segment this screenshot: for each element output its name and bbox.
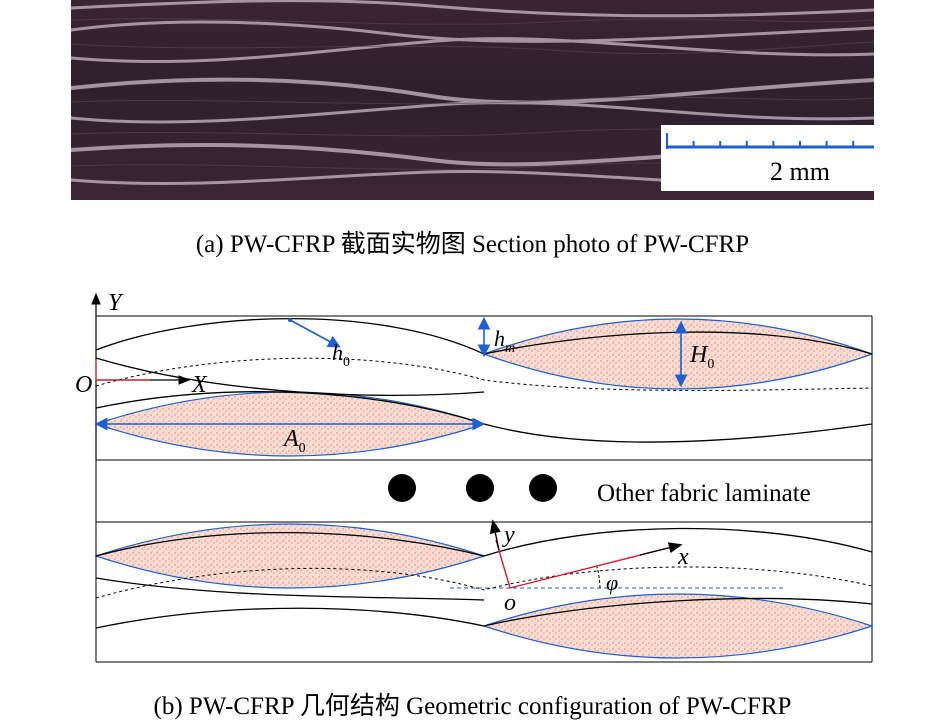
- yarn-top-right: [482, 318, 874, 390]
- global-y-label: Y: [108, 290, 124, 316]
- local-origin-label: o: [504, 590, 516, 616]
- warp-mid-dashed: [95, 357, 873, 391]
- phi-arc: [596, 566, 601, 589]
- ellipsis-dot-2: [466, 474, 494, 502]
- yarn-lower-right: [482, 593, 874, 659]
- yarn-lower-left: [94, 523, 486, 589]
- phi-label: φ: [606, 570, 618, 595]
- global-origin-label: O: [75, 372, 92, 398]
- other-fabric-label: Other fabric laminate: [597, 480, 811, 507]
- h0-arrow: [289, 319, 341, 348]
- local-y-label: y: [502, 522, 515, 548]
- local-x-label: x: [677, 544, 689, 570]
- section-photo: 2 mm: [71, 0, 874, 200]
- scale-bar-box: 2 mm: [661, 125, 874, 191]
- h0-label: h0: [332, 340, 350, 370]
- global-x-label: X: [191, 372, 208, 398]
- H0-label: H0: [689, 342, 714, 372]
- caption-b: (b) PW-CFRP 几何结构 Geometric configuration…: [153, 693, 792, 720]
- caption-a: (a) PW-CFRP 截面实物图 Section photo of PW-CF…: [195, 231, 750, 258]
- ellipsis-dot-3: [529, 474, 557, 502]
- scale-bar-label: 2 mm: [770, 157, 830, 186]
- A0-label: A0: [282, 426, 306, 456]
- middle-laminate: [95, 460, 873, 522]
- scale-bar: [666, 133, 874, 149]
- upper-laminate: [91, 292, 874, 461]
- lower-laminate: [94, 519, 874, 663]
- hm-label: hm: [494, 326, 515, 356]
- ellipsis-dot-1: [388, 474, 416, 502]
